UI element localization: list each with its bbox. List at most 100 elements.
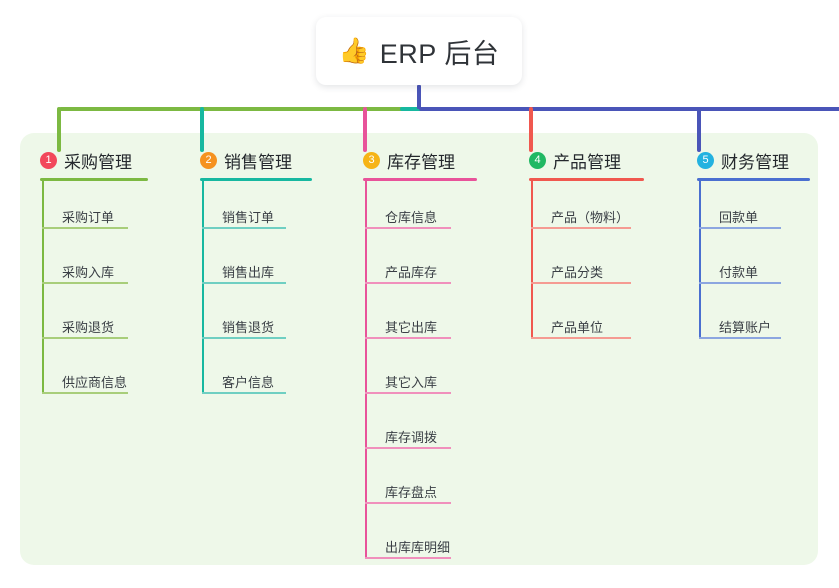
branch-items-3: 仓库信息产品库存其它出库其它入库库存调拨库存盘点出库库明细	[363, 181, 477, 566]
branch-leaf-rule	[365, 282, 451, 284]
branch-leaf-rule	[531, 337, 631, 339]
diagram-background-panel	[20, 133, 818, 565]
branch-title: 销售管理	[224, 152, 292, 172]
branch-leaf-rule	[699, 282, 781, 284]
branch-leaf-rule	[365, 227, 451, 229]
drop-connector-4	[529, 107, 533, 152]
branch-header-3[interactable]: 3 库存管理	[363, 148, 477, 172]
branch-leaf-item[interactable]: 仓库信息	[363, 181, 477, 236]
branch-leaf-rule	[42, 227, 128, 229]
branch-leaf-item[interactable]: 付款单	[697, 236, 810, 291]
drop-connector-2	[200, 107, 204, 152]
branch-leaf-label: 供应商信息	[62, 375, 128, 390]
branch-leaf-item[interactable]: 采购订单	[40, 181, 148, 236]
branch-leaf-label: 采购订单	[62, 210, 115, 225]
branch-leaf-rule	[365, 392, 451, 394]
root-title: ERP 后台	[379, 38, 500, 69]
branch-leaf-item[interactable]: 其它出库	[363, 291, 477, 346]
branch-header-rule	[529, 178, 644, 181]
branch-number-badge: 3	[363, 151, 380, 169]
branch-leaf-rule	[202, 337, 286, 339]
branch-leaf-rule	[699, 227, 781, 229]
drop-connector-3	[363, 107, 367, 152]
branch-trunk-line	[365, 181, 367, 559]
branch-leaf-label: 销售出库	[222, 265, 275, 280]
branch-leaf-rule	[699, 337, 781, 339]
branch-leaf-item[interactable]: 客户信息	[200, 346, 312, 401]
branch-items-5: 回款单付款单结算账户	[697, 181, 810, 346]
branch-leaf-label: 仓库信息	[385, 210, 438, 225]
branch-leaf-rule	[365, 447, 451, 449]
branch-leaf-label: 回款单	[719, 210, 759, 225]
branch-trunk-line	[531, 181, 533, 339]
branch-leaf-item[interactable]: 出库库明细	[363, 511, 477, 566]
branch-number-badge: 5	[697, 151, 714, 169]
branch-leaf-rule	[202, 227, 286, 229]
branch-header-rule	[40, 178, 148, 181]
branch-leaf-rule	[42, 282, 128, 284]
branch-header-5[interactable]: 5 财务管理	[697, 148, 810, 172]
branch-leaf-label: 采购退货	[62, 320, 115, 335]
branch-leaf-item[interactable]: 采购入库	[40, 236, 148, 291]
branch-leaf-label: 其它入库	[385, 375, 438, 390]
bus-segment-blue	[419, 107, 839, 111]
branch-leaf-label: 出库库明细	[385, 540, 451, 555]
branch-leaf-item[interactable]: 库存调拨	[363, 401, 477, 456]
thumbs-up-icon: 👍	[338, 36, 370, 65]
branch-leaf-rule	[42, 392, 128, 394]
branch-items-4: 产品（物料） 产品分类产品单位	[529, 181, 644, 346]
drop-connector-5	[697, 107, 701, 152]
branch-trunk-line	[42, 181, 44, 394]
branch-leaf-label: 产品分类	[551, 265, 604, 280]
branch-leaf-label: 其它出库	[385, 320, 438, 335]
branch-leaf-item[interactable]: 产品单位	[529, 291, 644, 346]
branch-leaf-label: 销售订单	[222, 210, 275, 225]
root-stem-connector	[417, 85, 421, 109]
branch-leaf-item[interactable]: 结算账户	[697, 291, 810, 346]
branch-trunk-line	[699, 181, 701, 339]
branch-leaf-label: 产品单位	[551, 320, 604, 335]
branch-leaf-rule	[365, 337, 451, 339]
branch-title: 产品管理	[553, 152, 621, 172]
branch-leaf-item[interactable]: 销售出库	[200, 236, 312, 291]
branch-leaf-label: 付款单	[719, 265, 759, 280]
branch-title: 财务管理	[721, 152, 789, 172]
branch-header-rule	[200, 178, 312, 181]
branch-leaf-label: 结算账户	[719, 320, 772, 335]
branch-leaf-item[interactable]: 回款单	[697, 181, 810, 236]
branch-number-badge: 4	[529, 151, 546, 169]
branch-leaf-item[interactable]: 采购退货	[40, 291, 148, 346]
branch-header-4[interactable]: 4 产品管理	[529, 148, 644, 172]
branch-leaf-item[interactable]: 库存盘点	[363, 456, 477, 511]
branch-leaf-item[interactable]: 产品库存	[363, 236, 477, 291]
branch-leaf-item[interactable]: 销售退货	[200, 291, 312, 346]
branch-title: 库存管理	[387, 152, 455, 172]
branch-leaf-rule	[365, 557, 451, 559]
branch-leaf-label: 库存盘点	[385, 485, 438, 500]
branch-leaf-rule	[531, 227, 631, 229]
branch-leaf-label: 客户信息	[222, 375, 275, 390]
branch-header-rule	[697, 178, 810, 181]
branch-leaf-label: 采购入库	[62, 265, 115, 280]
branch-leaf-item[interactable]: 销售订单	[200, 181, 312, 236]
branch-leaf-item[interactable]: 供应商信息	[40, 346, 148, 401]
branch-leaf-rule	[531, 282, 631, 284]
root-node[interactable]: 👍 ERP 后台	[316, 17, 522, 85]
drop-connector-1	[57, 107, 61, 152]
branch-column-5: 5 财务管理回款单付款单结算账户	[697, 148, 810, 346]
branch-leaf-item[interactable]: 产品（物料）	[529, 181, 644, 236]
branch-leaf-rule	[202, 392, 286, 394]
branch-title: 采购管理	[64, 152, 132, 172]
branch-leaf-label: 产品（物料）	[551, 210, 630, 225]
branch-column-3: 3 库存管理仓库信息产品库存其它出库其它入库库存调拨库存盘点出库库明细	[363, 148, 477, 566]
branch-items-1: 采购订单采购入库采购退货供应商信息	[40, 181, 148, 401]
branch-leaf-item[interactable]: 其它入库	[363, 346, 477, 401]
branch-leaf-item[interactable]: 产品分类	[529, 236, 644, 291]
bus-segment-green	[59, 107, 404, 111]
branch-leaf-rule	[42, 337, 128, 339]
